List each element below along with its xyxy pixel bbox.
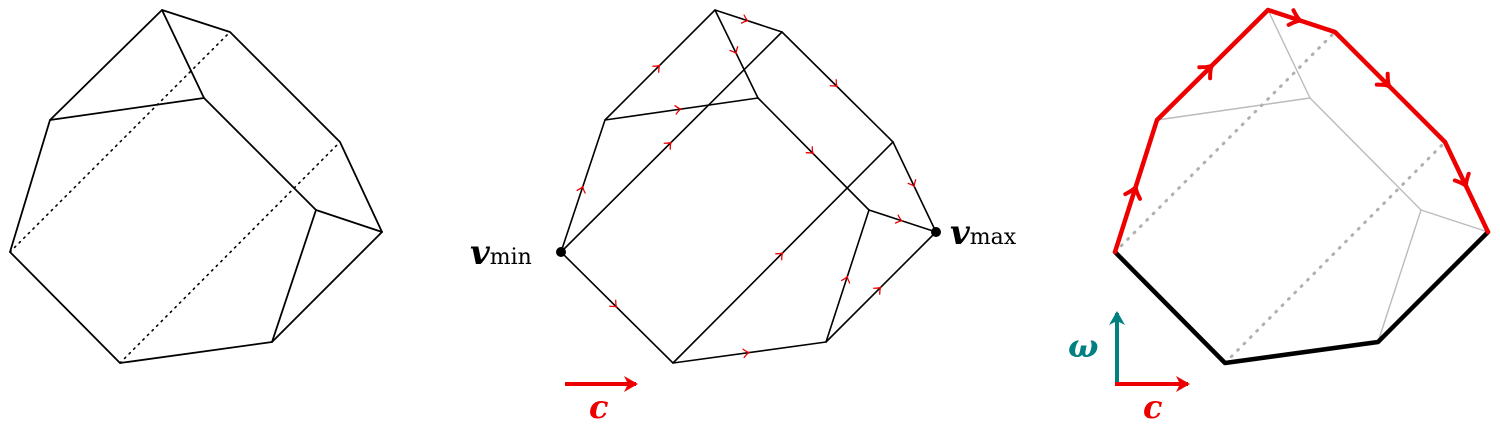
left-hidden-edges bbox=[9, 31, 341, 364]
direction-arrowhead-icon bbox=[829, 79, 839, 88]
edge-direction-arrows bbox=[576, 14, 917, 359]
middle-polytope: vmin vmax c bbox=[470, 9, 1017, 426]
v-min-symbol: v bbox=[470, 233, 491, 273]
lower-boundary-path bbox=[1112, 229, 1491, 366]
right-faint-edges bbox=[1156, 9, 1489, 343]
path-direction-arrows bbox=[1123, 8, 1471, 201]
v-min-subscript: min bbox=[490, 245, 532, 270]
direction-arrowhead-icon bbox=[674, 105, 682, 115]
v-max-symbol: v bbox=[950, 213, 971, 253]
direction-arrowhead-icon bbox=[652, 64, 661, 73]
direction-arrowhead-icon bbox=[609, 299, 618, 309]
right-polytope: ω c bbox=[1068, 7, 1491, 426]
left-polytope bbox=[9, 9, 383, 364]
c-label-right: c bbox=[1143, 388, 1162, 426]
direction-arrowhead-icon bbox=[1452, 171, 1471, 189]
left-visible-edges bbox=[9, 9, 383, 364]
direction-arrowhead-icon bbox=[1374, 71, 1392, 89]
direction-arrowhead-icon bbox=[740, 14, 749, 24]
direction-arrowhead-icon bbox=[907, 179, 917, 188]
right-hidden-edges bbox=[1113, 30, 1447, 365]
middle-edges bbox=[560, 9, 937, 364]
direction-arrowhead-icon bbox=[663, 141, 673, 150]
v-max-label: vmax bbox=[950, 213, 1017, 253]
c-label-middle: c bbox=[589, 388, 608, 426]
v-max-vertex bbox=[931, 227, 941, 237]
direction-arrowhead-icon bbox=[1197, 63, 1215, 81]
v-min-label: vmin bbox=[470, 233, 532, 273]
direction-arrowhead-icon bbox=[805, 146, 815, 155]
v-min-vertex bbox=[556, 247, 566, 257]
direction-arrowhead-icon bbox=[894, 214, 903, 224]
direction-arrowhead-icon bbox=[840, 275, 851, 284]
direction-arrowhead-icon bbox=[775, 251, 784, 261]
direction-arrowhead-icon bbox=[742, 348, 750, 359]
upper-boundary-path bbox=[1112, 7, 1491, 255]
v-max-subscript: max bbox=[970, 225, 1017, 250]
omega-label: ω bbox=[1068, 327, 1098, 365]
direction-arrowhead-icon bbox=[576, 185, 586, 194]
direction-arrowhead-icon bbox=[729, 46, 739, 55]
direction-arrowhead-icon bbox=[1123, 185, 1142, 201]
direction-arrowhead-icon bbox=[873, 286, 882, 295]
direction-arrowhead-icon bbox=[1286, 8, 1303, 27]
